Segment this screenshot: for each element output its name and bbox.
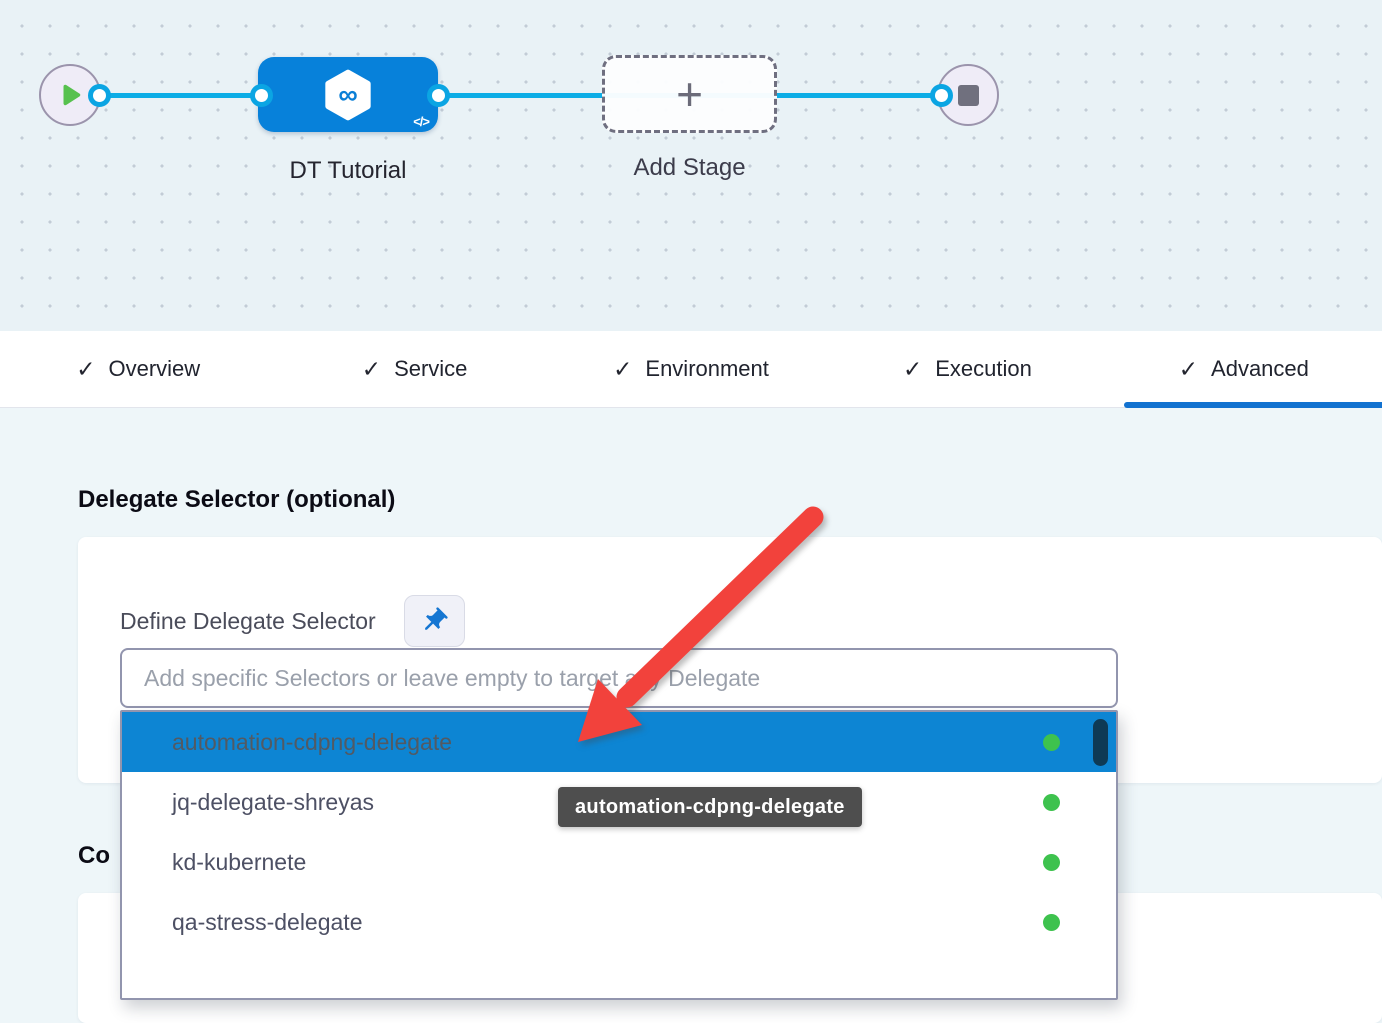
pipeline-canvas[interactable]: ∞ </> DT Tutorial + Add Stage xyxy=(0,0,1382,331)
check-icon: ✓ xyxy=(613,355,633,382)
dropdown-item[interactable]: jq-delegate-shreyas xyxy=(122,772,1116,832)
dropdown-item-label: jq-delegate-shreyas xyxy=(172,788,375,815)
pipeline-end-node[interactable] xyxy=(937,64,999,126)
tab-label: Execution xyxy=(935,356,1032,381)
pushpin-icon xyxy=(419,606,449,636)
svg-text:∞: ∞ xyxy=(338,79,357,109)
stop-icon xyxy=(957,84,979,106)
tab-advanced[interactable]: ✓ Advanced xyxy=(1106,331,1382,407)
tab-environment[interactable]: ✓ Environment xyxy=(553,331,829,407)
status-dot-icon xyxy=(1043,793,1060,811)
stage-label: DT Tutorial xyxy=(289,157,407,184)
tab-execution[interactable]: ✓ Execution xyxy=(829,331,1105,407)
connector-port[interactable] xyxy=(250,84,273,107)
status-dot-icon xyxy=(1043,733,1060,751)
active-tab-indicator xyxy=(1124,402,1382,408)
tab-overview[interactable]: ✓ Overview xyxy=(0,331,276,407)
stage-tabbar: ✓ Overview ✓ Service ✓ Environment ✓ Exe… xyxy=(0,331,1382,408)
connector-port[interactable] xyxy=(427,84,450,107)
dropdown-item-label: automation-cdpng-delegate xyxy=(172,728,453,755)
plus-icon: + xyxy=(676,68,703,120)
delegate-tooltip: automation-cdpng-delegate xyxy=(558,787,862,827)
connector-port[interactable] xyxy=(930,84,953,107)
advanced-tab-panel: Delegate Selector (optional) Define Dele… xyxy=(0,408,1382,1023)
stage-node-dt-tutorial[interactable]: ∞ </> xyxy=(258,57,438,132)
delegate-dropdown: automation-cdpng-delegate jq-delegate-sh… xyxy=(120,710,1118,1000)
status-dot-icon xyxy=(1043,913,1060,931)
tab-label: Overview xyxy=(108,356,201,381)
pin-toggle-button[interactable] xyxy=(403,595,465,647)
harness-hexagon-infinity-icon: ∞ xyxy=(321,68,375,122)
status-dot-icon xyxy=(1043,853,1060,871)
delegate-selector-heading: Delegate Selector (optional) xyxy=(78,486,396,513)
check-icon: ✓ xyxy=(1178,355,1199,382)
code-badge-icon: </> xyxy=(413,114,430,129)
dropdown-item-label: qa-stress-delegate xyxy=(172,908,363,935)
tab-label: Environment xyxy=(645,356,769,381)
scrollbar-thumb[interactable] xyxy=(1093,719,1108,766)
tab-label: Service xyxy=(394,356,468,381)
connector-port[interactable] xyxy=(88,84,111,107)
check-icon: ✓ xyxy=(361,355,382,382)
dropdown-item[interactable]: kd-kubernete xyxy=(122,832,1116,892)
partial-section-heading: Co xyxy=(78,842,110,869)
dropdown-item[interactable]: qa-stress-delegate xyxy=(122,892,1116,952)
add-stage-button[interactable]: + xyxy=(602,55,777,133)
dropdown-item-label: kd-kubernete xyxy=(172,848,307,875)
tab-service[interactable]: ✓ Service xyxy=(276,331,552,407)
define-delegate-selector-label: Define Delegate Selector xyxy=(120,607,376,634)
dropdown-item[interactable]: automation-cdpng-delegate xyxy=(122,712,1116,772)
check-icon: ✓ xyxy=(76,355,96,382)
pipeline-connector-line xyxy=(97,93,941,98)
play-icon xyxy=(57,82,83,108)
add-stage-label: Add Stage xyxy=(633,154,746,181)
tab-label: Advanced xyxy=(1211,356,1309,381)
check-icon: ✓ xyxy=(902,355,923,382)
delegate-selector-input[interactable] xyxy=(120,648,1118,708)
